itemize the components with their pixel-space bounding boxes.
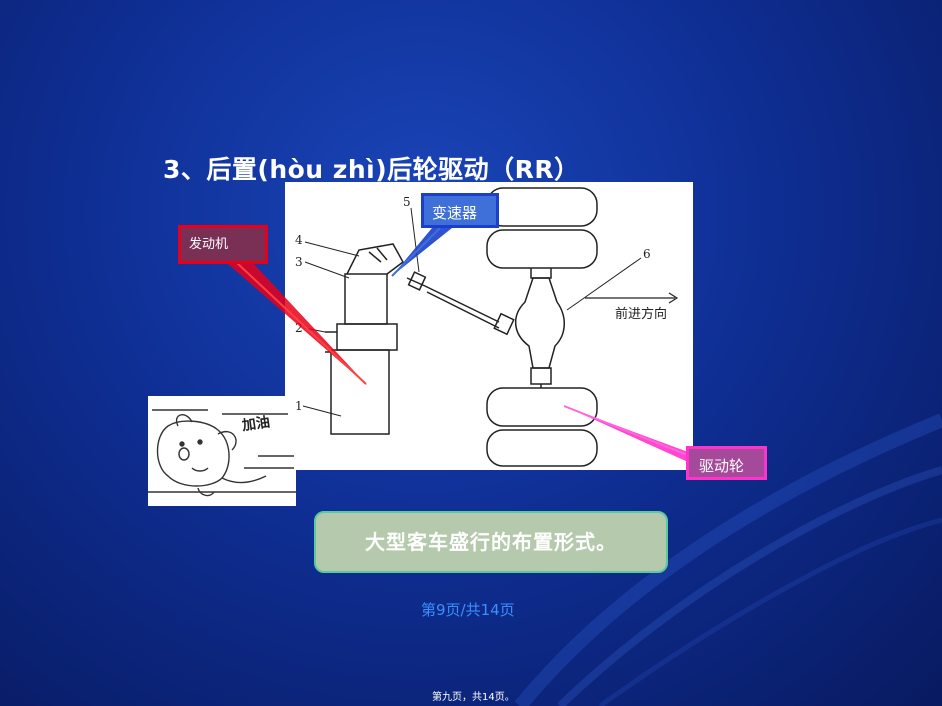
note-box: 大型客车盛行的布置形式。 [314,511,668,573]
wheels [486,187,598,467]
part-number-2: 2 [295,321,303,335]
direction-arrow [585,292,679,304]
cartoon-pig-illustration: 加油 [148,396,296,506]
drive-wheel-callout: 驱动轮 [686,446,767,480]
cartoon-text: 加油 [240,413,271,434]
part-number-4: 4 [295,233,303,247]
engine-drawing [325,243,404,435]
gearbox-callout: 变速器 [421,193,499,228]
part-number-3: 3 [295,255,303,269]
direction-label: 前进方向 [615,306,667,322]
drive-shaft [406,271,515,336]
part-number-6: 6 [643,247,651,261]
slide-title: 3、后置(hòu zhì)后轮驱动（RR） [163,155,580,184]
part-number-5: 5 [403,195,411,209]
engine-callout: 发动机 [178,225,268,264]
page-number: 第9页/共14页 [421,601,515,619]
footer-text: 第九页，共14页。 [432,692,515,703]
part-number-1: 1 [295,399,303,413]
